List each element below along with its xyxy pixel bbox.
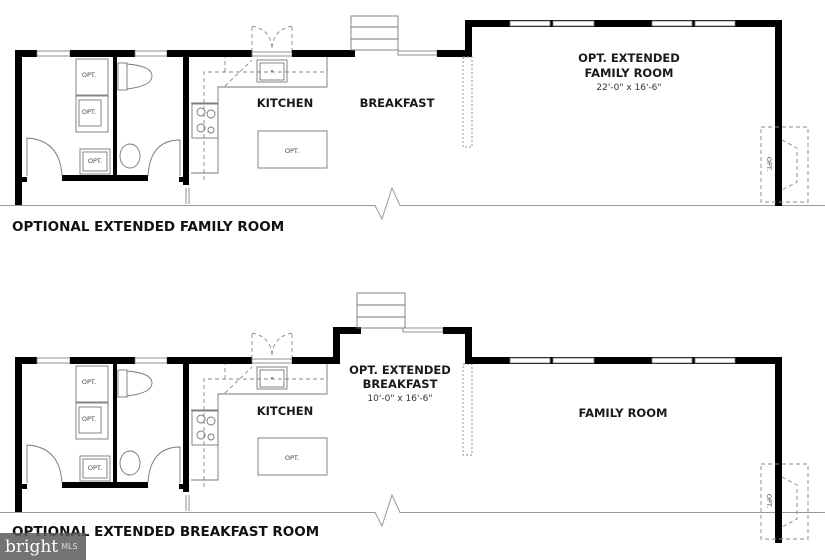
stair bbox=[356, 292, 406, 329]
room-dimensions-breakfast: 10'-0" x 16'-6" bbox=[367, 394, 432, 404]
watermark-suffix: MLS bbox=[61, 542, 78, 551]
watermark-logo: bright MLS bbox=[0, 533, 86, 560]
room-dimensions-family: 22'-0" x 16'-6" bbox=[596, 83, 661, 93]
plan-extended-breakfast-room: OPT. EXTENDED BREAKFAST 10'-0" x 16'-6" … bbox=[0, 292, 825, 544]
room-label-breakfast: BREAKFAST bbox=[360, 96, 435, 110]
family-room-walls bbox=[464, 356, 809, 544]
plan-caption: OPTIONAL EXTENDED BREAKFAST ROOM bbox=[12, 524, 319, 540]
room-label-kitchen: KITCHEN bbox=[257, 96, 314, 110]
plan-extended-family-room: KITCHEN BREAKFAST OPT. EXTENDED FAMILY R… bbox=[0, 15, 825, 235]
column bbox=[462, 363, 473, 456]
stair bbox=[350, 15, 399, 51]
plan-caption: OPTIONAL EXTENDED FAMILY ROOM bbox=[12, 219, 284, 235]
column bbox=[462, 56, 473, 148]
room-label-breakfast-line1: OPT. EXTENDED bbox=[349, 363, 451, 377]
room-label-family-line1: OPT. EXTENDED bbox=[578, 51, 680, 65]
room-label-family: FAMILY ROOM bbox=[579, 406, 668, 420]
room-label-kitchen: KITCHEN bbox=[257, 404, 314, 418]
room-label-breakfast-line2: BREAKFAST bbox=[363, 377, 438, 391]
room-label-family-line2: FAMILY ROOM bbox=[585, 66, 674, 80]
family-room-walls bbox=[464, 19, 809, 207]
watermark-brand: bright bbox=[5, 536, 59, 557]
